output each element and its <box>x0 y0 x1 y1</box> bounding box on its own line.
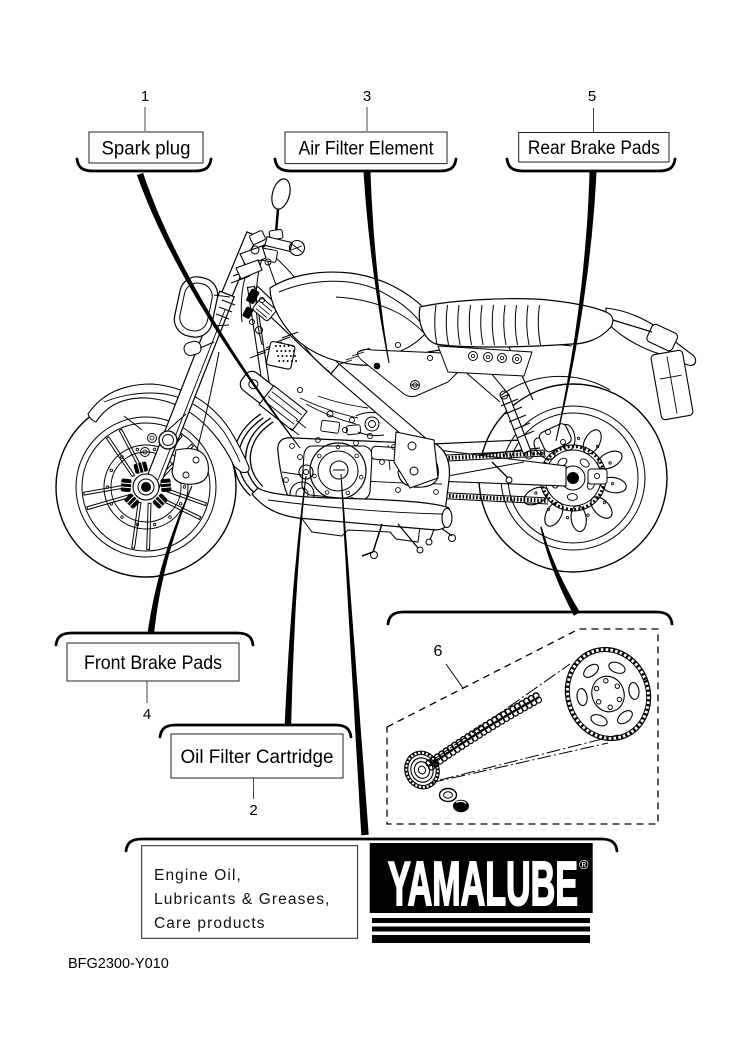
svg-text:1: 1 <box>141 88 149 105</box>
svg-text:BFG2300-Y010: BFG2300-Y010 <box>68 956 169 972</box>
svg-text:Oil Filter Cartridge: Oil Filter Cartridge <box>181 746 334 768</box>
svg-text:Front Brake Pads: Front Brake Pads <box>84 652 222 674</box>
svg-text:Lubricants & Greases,: Lubricants & Greases, <box>154 891 330 908</box>
svg-text:®: ® <box>579 857 589 872</box>
svg-text:4: 4 <box>143 706 151 723</box>
svg-text:2: 2 <box>249 802 257 819</box>
svg-text:Air Filter Element: Air Filter Element <box>299 138 435 160</box>
svg-text:5: 5 <box>588 88 596 105</box>
svg-text:Engine Oil,: Engine Oil, <box>154 867 242 884</box>
svg-text:6: 6 <box>434 643 443 660</box>
svg-text:Spark plug: Spark plug <box>102 137 191 159</box>
svg-text:YAMALUBE: YAMALUBE <box>388 850 578 919</box>
svg-text:Care products: Care products <box>154 915 266 932</box>
svg-text:3: 3 <box>363 88 371 105</box>
svg-text:Rear Brake Pads: Rear Brake Pads <box>528 137 660 159</box>
